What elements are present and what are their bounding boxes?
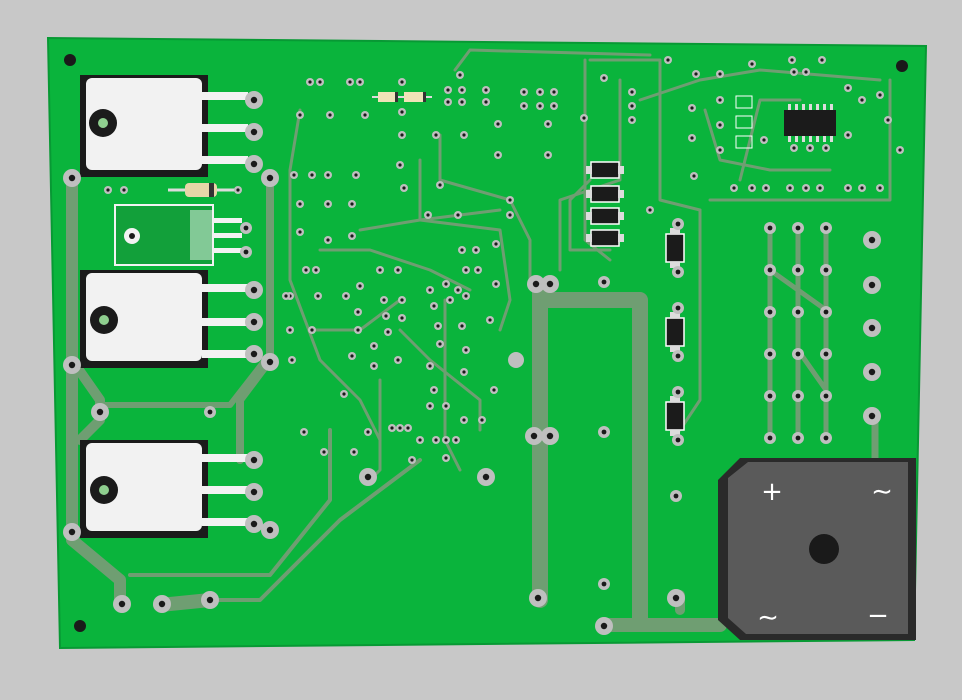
- bridge-minus-label: −: [867, 601, 889, 631]
- bridge-rectifier: + ∼ ∼ −: [718, 458, 916, 640]
- bridge-ac1-label: ∼: [871, 477, 893, 507]
- regulator-to220: [114, 204, 242, 266]
- bridge-ac2-label: ∼: [757, 603, 779, 633]
- ic-soic16: [735, 95, 836, 149]
- axial-diode: [168, 183, 240, 197]
- smd-diodes: [586, 161, 685, 436]
- transistor-q2: [80, 270, 248, 368]
- test-point: [508, 352, 524, 368]
- transistor-q3: [80, 440, 248, 538]
- bridge-plus-label: +: [761, 477, 783, 507]
- transistor-q1: [80, 75, 248, 177]
- axial-resistors: [372, 92, 432, 102]
